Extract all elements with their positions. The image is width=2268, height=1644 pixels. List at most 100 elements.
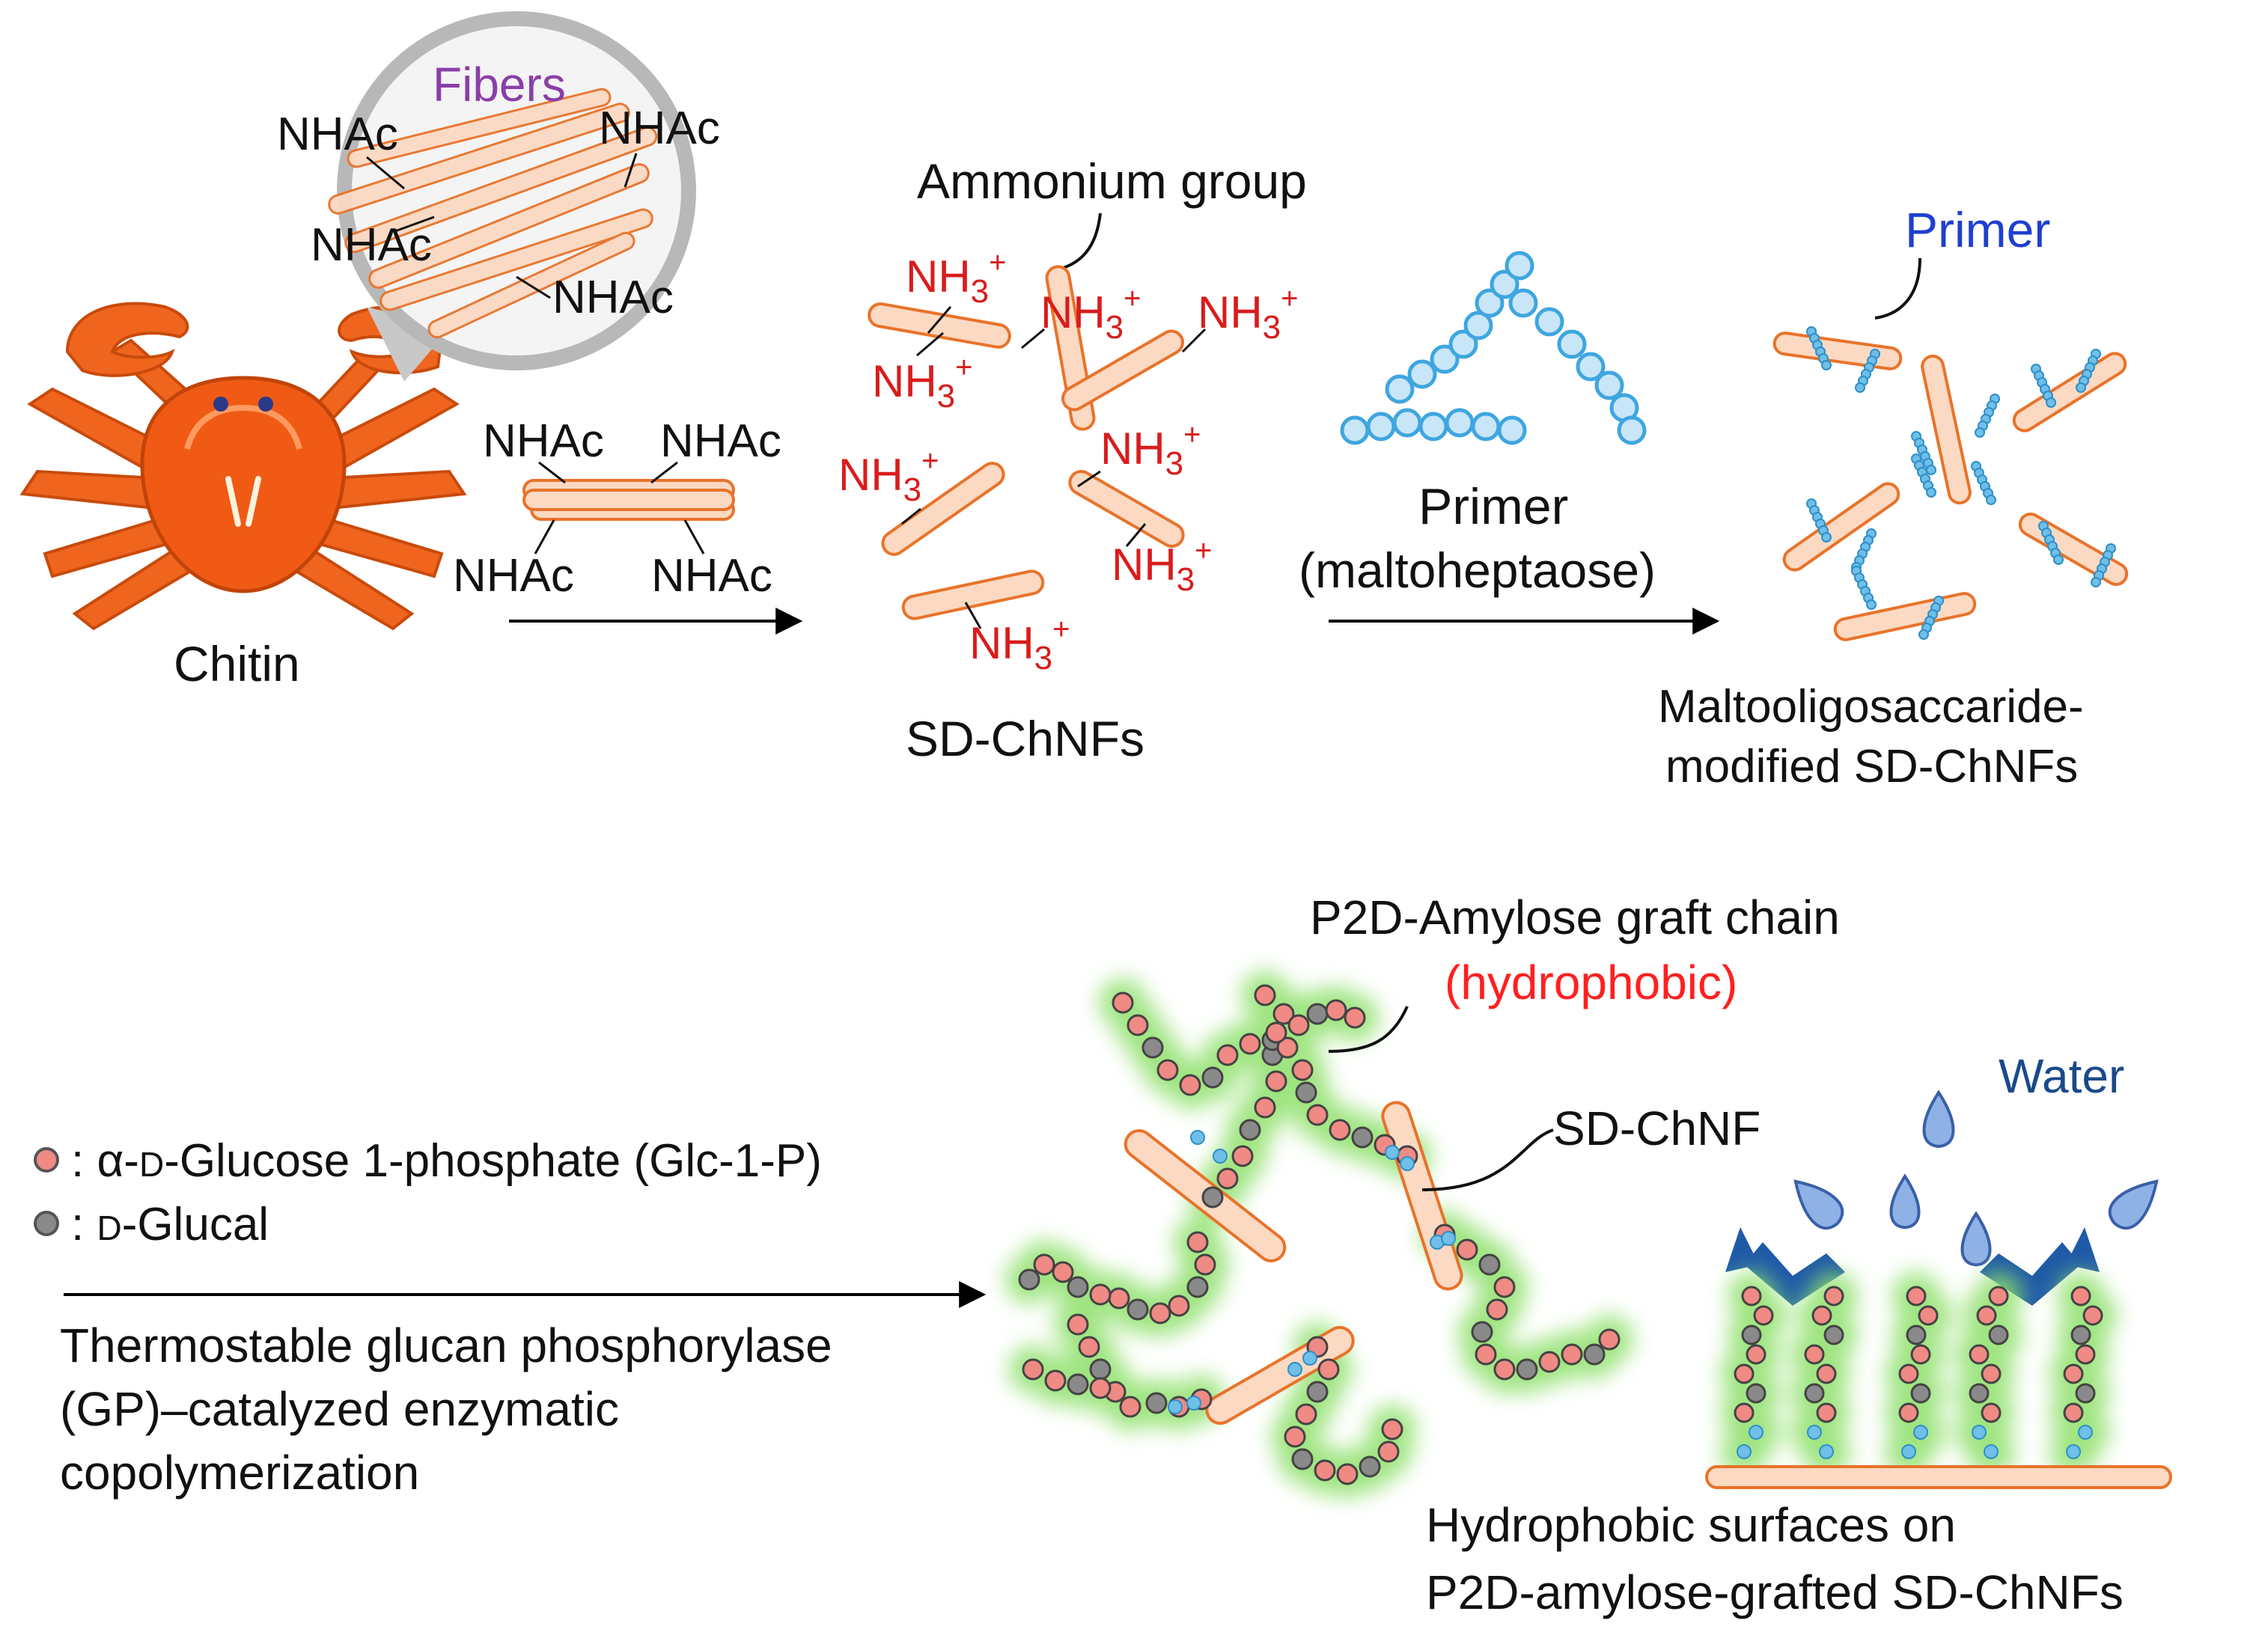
glc-1-p-bead bbox=[1493, 1276, 1516, 1298]
glucal-bead bbox=[1823, 1324, 1844, 1345]
glc-1-p-bead bbox=[1734, 1402, 1755, 1423]
glucal-bead bbox=[1141, 1036, 1164, 1059]
amylose-graft-chains bbox=[1018, 984, 1621, 1485]
primer-bead bbox=[1385, 374, 1415, 404]
glucal-bead bbox=[1741, 1324, 1762, 1345]
primer-bead bbox=[2053, 554, 2064, 565]
glc-1-p-bead-icon bbox=[34, 1147, 59, 1173]
glc-1-p-bead bbox=[2070, 1286, 2091, 1307]
glc-1-p-bead bbox=[1194, 1253, 1216, 1276]
primer-bead bbox=[1737, 1444, 1752, 1459]
glc-1-p-bead bbox=[1317, 1358, 1340, 1381]
glc-1-p-bead bbox=[1969, 1344, 1990, 1365]
chevron-arrow-icon bbox=[1980, 1242, 2081, 1306]
glc-1-p-bead bbox=[1089, 1283, 1112, 1306]
glc-1-p-bead bbox=[1816, 1402, 1837, 1423]
nh3-label-1: NH3+ bbox=[906, 246, 1007, 310]
chevron-arrows bbox=[1725, 1227, 2100, 1306]
glc-1-p-bead bbox=[1493, 1358, 1516, 1381]
glc-1-p-bead bbox=[1456, 1238, 1478, 1261]
glucal-bead bbox=[1067, 1373, 1089, 1396]
glc-1-p-bead bbox=[1804, 1344, 1825, 1365]
legend-glucal: : D-Glucal bbox=[71, 1199, 269, 1250]
primer-bead bbox=[1213, 1149, 1228, 1164]
magnifier-bubble-icon: Fibers NHAc NHAc NHAc NHAc bbox=[277, 11, 720, 382]
water-drop-icon bbox=[1793, 1179, 1844, 1230]
glc-1-p-bead bbox=[1329, 1119, 1351, 1141]
glucal-bead bbox=[1359, 1455, 1381, 1478]
chitin-fiber-bundle bbox=[522, 479, 735, 521]
primer-bead bbox=[2091, 577, 2101, 587]
primer-bead bbox=[1505, 251, 1534, 281]
crab-icon bbox=[19, 302, 467, 631]
legend: : α-D-Glucose 1-phosphate (Glc-1-P) : D-… bbox=[34, 1135, 822, 1250]
graft-glow bbox=[1005, 971, 1633, 1498]
primer-grafts bbox=[1806, 326, 2116, 640]
primer-bead bbox=[1821, 532, 1832, 543]
modified-fibers bbox=[1772, 331, 2129, 641]
glc-1-p-bead bbox=[1291, 1059, 1314, 1081]
glc-1-p-bead bbox=[1067, 1313, 1089, 1336]
primer-bead bbox=[1986, 495, 1996, 505]
glucal-bead bbox=[1239, 1119, 1261, 1141]
glc-1-p-bead bbox=[1598, 1328, 1621, 1351]
glc-1-p-bead bbox=[1119, 1396, 1141, 1418]
primer-bead bbox=[1190, 1130, 1205, 1145]
nhac-label-4: NHAc bbox=[651, 550, 772, 602]
nhac-label-bubble-3: NHAc bbox=[311, 219, 432, 271]
primer-bead bbox=[1821, 360, 1832, 370]
primer-bead bbox=[2046, 397, 2056, 408]
glc-1-p-bead bbox=[1976, 1305, 1997, 1326]
surface-fiber bbox=[1705, 1465, 2172, 1489]
glucal-bead bbox=[1295, 1081, 1317, 1104]
glc-1-p-bead bbox=[1910, 1344, 1931, 1365]
surface-label-line2: P2D-amylose-grafted SD-ChNFs bbox=[1426, 1565, 2124, 1619]
glucal-bead-icon bbox=[34, 1211, 59, 1236]
glc-1-p-bead bbox=[1344, 1006, 1366, 1029]
primer-bead bbox=[1594, 370, 1624, 400]
primer-bead bbox=[1186, 1396, 1201, 1411]
glc-1-p-bead bbox=[1475, 1343, 1497, 1366]
primer-bead bbox=[1984, 1444, 1999, 1459]
glc-1-p-bead bbox=[1753, 1305, 1774, 1326]
primer-bead bbox=[1366, 412, 1396, 441]
glucal-bead bbox=[1746, 1383, 1766, 1404]
glc-1-p-bead bbox=[1981, 1363, 2002, 1384]
glc-1-p-bead bbox=[1746, 1344, 1766, 1365]
glucal-bead bbox=[1351, 1126, 1374, 1149]
glucal-bead bbox=[1804, 1383, 1825, 1404]
glc-1-p-bead bbox=[1377, 1440, 1400, 1463]
glc-1-p-bead bbox=[1734, 1363, 1755, 1384]
primer-bead bbox=[1463, 311, 1493, 340]
malto-label-line1: Maltooligosaccaride- bbox=[1658, 681, 2084, 733]
glc-1-p-bead bbox=[1486, 1298, 1508, 1321]
glc-1-p-bead bbox=[2075, 1344, 2096, 1365]
primer-bead bbox=[1901, 1444, 1916, 1459]
malto-label-line2: modified SD-ChNFs bbox=[1665, 741, 2078, 792]
gp-label-line1: Thermostable glucan phosphorylase bbox=[60, 1318, 832, 1372]
primer-bead bbox=[2066, 1444, 2081, 1459]
primer-bead bbox=[1475, 288, 1505, 318]
primer-bead bbox=[1855, 382, 1865, 393]
glucal-bead bbox=[1516, 1358, 1538, 1381]
primer-bead bbox=[1418, 412, 1448, 441]
glc-1-p-bead bbox=[1149, 1302, 1171, 1324]
primer-bead bbox=[1975, 427, 1985, 438]
glc-1-p-bead bbox=[1089, 1377, 1112, 1399]
primer-bead bbox=[1866, 599, 1877, 610]
nh3-label-4: NH3+ bbox=[872, 351, 973, 415]
sd-chnf-label: SD-ChNF bbox=[1553, 1101, 1761, 1155]
glc-1-p-bead bbox=[1044, 1369, 1067, 1392]
glucal-bead bbox=[1969, 1383, 1990, 1404]
glc-1-p-bead bbox=[1898, 1402, 1919, 1423]
primer-bead bbox=[1392, 408, 1422, 438]
glc-1-p-bead bbox=[1112, 991, 1134, 1014]
primer-bead bbox=[1557, 329, 1587, 359]
glc-1-p-bead bbox=[1811, 1305, 1832, 1326]
water-drop-icon bbox=[1960, 1211, 1992, 1267]
primer-bead bbox=[1385, 1145, 1400, 1160]
primer-bead bbox=[1819, 1444, 1834, 1459]
nh3-label-2: NH3+ bbox=[1040, 282, 1141, 346]
glc-1-p-bead bbox=[1561, 1343, 1583, 1366]
